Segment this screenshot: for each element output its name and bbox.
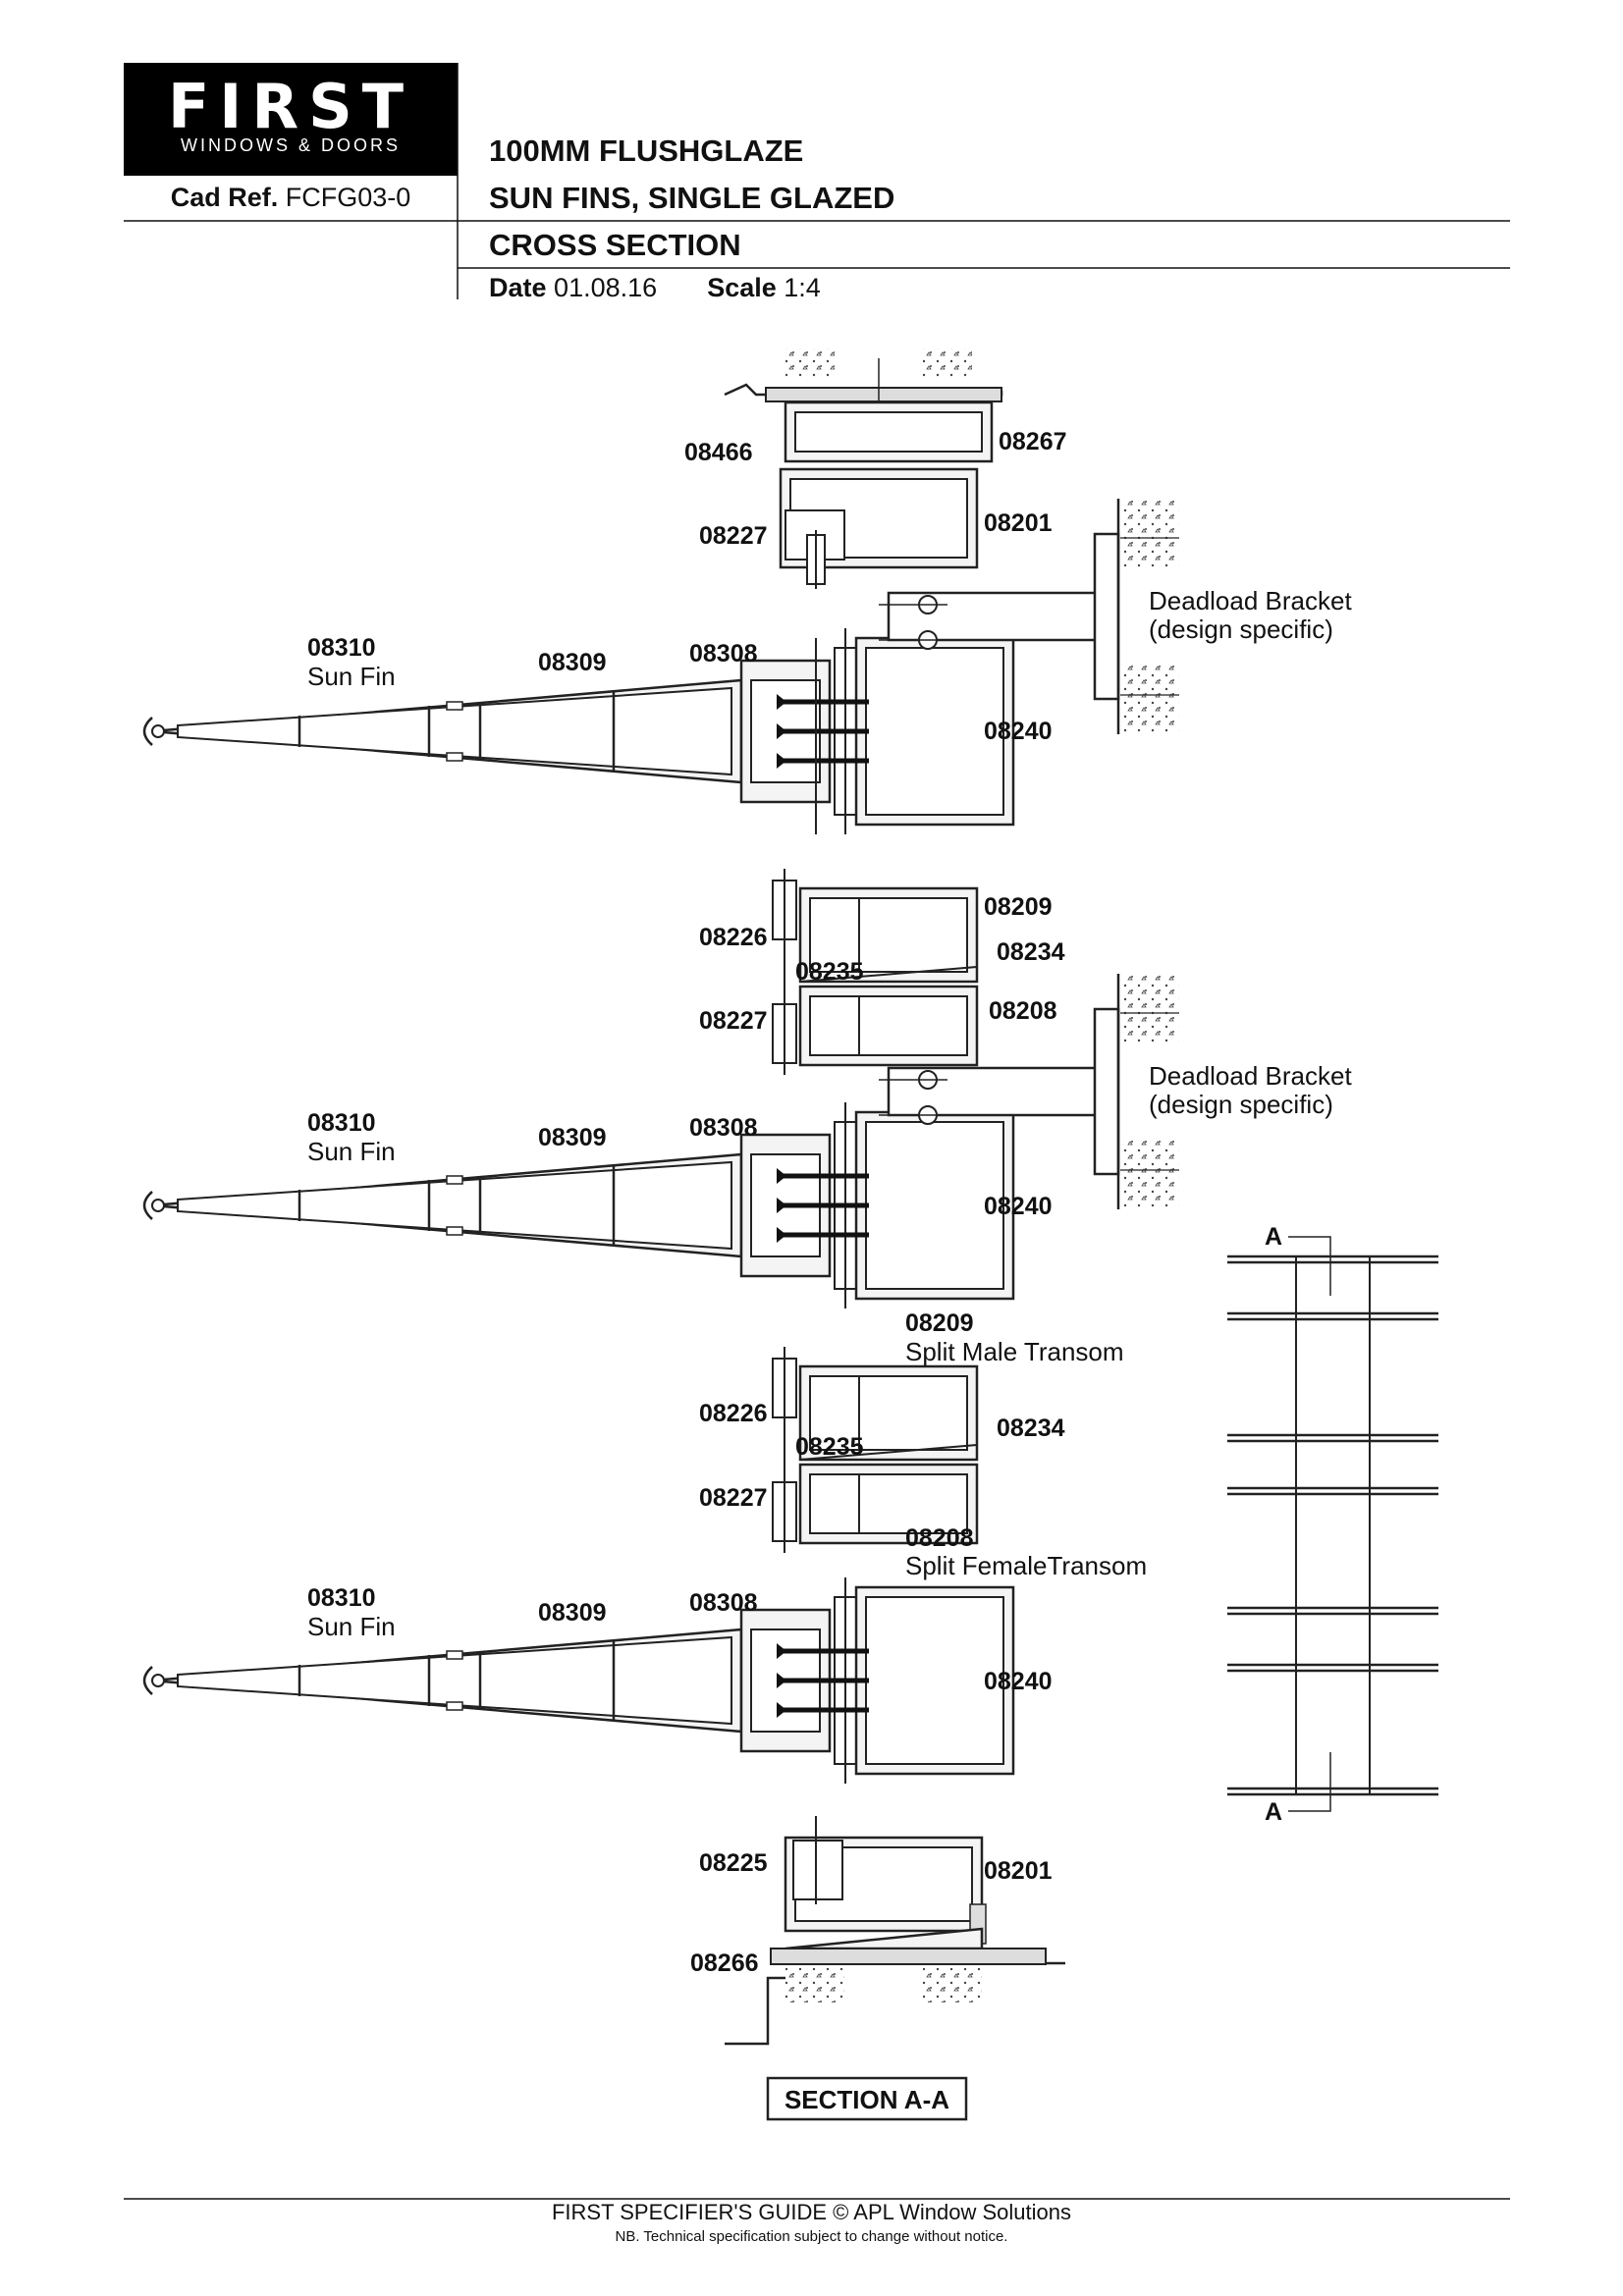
- label-08234-1: 08234: [997, 938, 1065, 966]
- head-detail: [724, 348, 1003, 589]
- footer-disclaimer: NB. Technical specification subject to c…: [615, 2228, 1008, 2245]
- cad-ref-label: Cad Ref.: [170, 183, 279, 212]
- scale-value: 1:4: [784, 273, 821, 302]
- sun-fin-1: [142, 678, 743, 784]
- title-line-1: 100MM FLUSHGLAZE: [489, 133, 804, 168]
- label-split-male-transom: Split Male Transom: [905, 1337, 1124, 1366]
- footer-guide: FIRST SPECIFIER'S GUIDE © APL Window Sol…: [551, 2200, 1072, 2224]
- label-deadload-bracket-1: Deadload Bracket: [1149, 586, 1352, 615]
- label-design-specific-2: (design specific): [1149, 1090, 1333, 1119]
- label-08234-2: 08234: [997, 1415, 1065, 1442]
- label-08235-1: 08235: [795, 958, 864, 986]
- date-label: Date: [489, 273, 547, 302]
- label-08209-1: 08209: [984, 893, 1053, 921]
- label-08267: 08267: [999, 428, 1067, 455]
- label-deadload-bracket-2: Deadload Bracket: [1149, 1061, 1352, 1091]
- label-08309-1: 08309: [538, 649, 607, 676]
- scale-label: Scale: [707, 273, 777, 302]
- section-elevation: [1227, 1236, 1438, 1812]
- label-sun-fin-2: Sun Fin: [307, 1137, 396, 1166]
- label-split-female-transom: Split FemaleTransom: [905, 1551, 1148, 1580]
- section-marker-a-bottom: A: [1265, 1798, 1283, 1826]
- label-08208-2: 08208: [905, 1524, 974, 1552]
- logo-wordmark: FIRST: [167, 71, 414, 142]
- cad-ref-value: FCFG03-0: [285, 183, 411, 212]
- label-08466: 08466: [684, 439, 753, 466]
- label-08226-2: 08226: [699, 1400, 768, 1427]
- sun-fin-3: [142, 1628, 743, 1734]
- label-08309-3: 08309: [538, 1599, 607, 1627]
- date-value: 01.08.16: [554, 273, 658, 302]
- logo-tagline: WINDOWS & DOORS: [181, 135, 401, 155]
- label-08310-2: 08310: [307, 1109, 376, 1137]
- brand-logo: FIRST WINDOWS & DOORS: [124, 63, 458, 176]
- label-08309-2: 08309: [538, 1124, 607, 1151]
- mullion-box-2: [741, 1102, 1013, 1308]
- label-08226-1: 08226: [699, 924, 768, 951]
- title-line-3: CROSS SECTION: [489, 228, 741, 262]
- label-08310-1: 08310: [307, 634, 376, 662]
- label-design-specific-1: (design specific): [1149, 614, 1333, 644]
- label-08201-bottom: 08201: [984, 1857, 1053, 1885]
- label-08209-2: 08209: [905, 1309, 974, 1337]
- mullion-box-1: [741, 628, 1013, 834]
- label-08308-3: 08308: [689, 1589, 758, 1617]
- label-08208-1: 08208: [989, 997, 1057, 1025]
- title-line-2: SUN FINS, SINGLE GLAZED: [489, 181, 895, 215]
- label-08225: 08225: [699, 1849, 768, 1877]
- label-08240-1: 08240: [984, 718, 1053, 745]
- section-marker-a-top: A: [1265, 1223, 1283, 1251]
- label-08227-2: 08227: [699, 1007, 768, 1035]
- sun-fin-2: [142, 1152, 743, 1258]
- cad-reference: Cad Ref. FCFG03-0: [124, 183, 458, 213]
- label-sun-fin-1: Sun Fin: [307, 662, 396, 691]
- mullion-box-3: [741, 1577, 1013, 1784]
- date-scale-row: Date 01.08.16 Scale 1:4: [489, 273, 821, 303]
- label-08235-2: 08235: [795, 1433, 864, 1461]
- label-08266: 08266: [690, 1949, 759, 1977]
- label-08227-3: 08227: [699, 1484, 768, 1512]
- label-08308-1: 08308: [689, 640, 758, 667]
- label-08201-top: 08201: [984, 509, 1053, 537]
- label-08308-2: 08308: [689, 1114, 758, 1142]
- label-sun-fin-3: Sun Fin: [307, 1612, 396, 1641]
- label-08240-2: 08240: [984, 1193, 1053, 1220]
- label-08240-3: 08240: [984, 1668, 1053, 1695]
- sill-detail: [725, 1816, 1065, 2046]
- label-08227-1: 08227: [699, 522, 768, 550]
- section-caption: SECTION A-A: [784, 2085, 950, 2114]
- label-08310-3: 08310: [307, 1584, 376, 1612]
